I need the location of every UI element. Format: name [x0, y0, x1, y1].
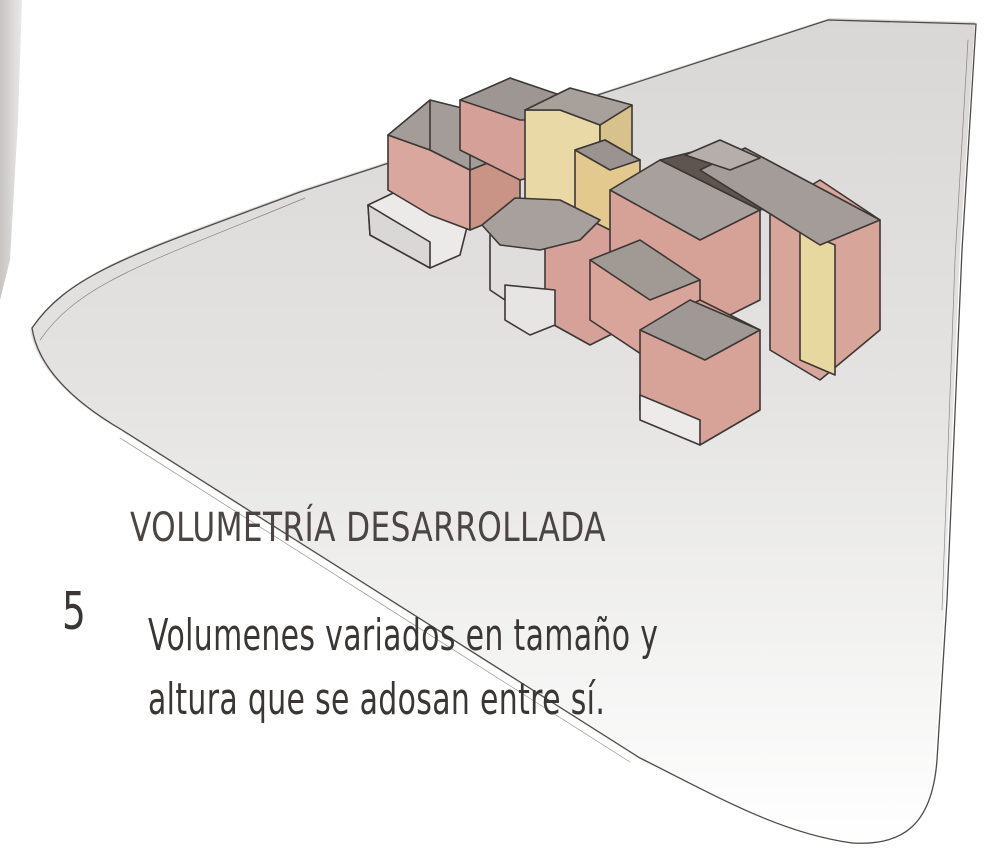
description-line-2: altura que se adosan entre sí.	[148, 674, 606, 725]
item-number: 5	[62, 582, 87, 642]
front-corner-base	[639, 394, 701, 446]
site-outline	[31, 19, 977, 844]
section-title: VOLUMETRÍA DESARROLLADA	[130, 505, 606, 551]
front-corner-roof	[639, 299, 761, 361]
building-volumes	[367, 77, 881, 446]
yellow-tower-roof	[524, 87, 633, 126]
far-right-yellow	[799, 229, 836, 376]
round-tower-roof	[481, 197, 601, 251]
left-edge-strip	[0, 0, 22, 300]
round-tower-base	[504, 284, 556, 336]
description-line-1: Volumenes variados en tamaño y	[148, 610, 659, 661]
